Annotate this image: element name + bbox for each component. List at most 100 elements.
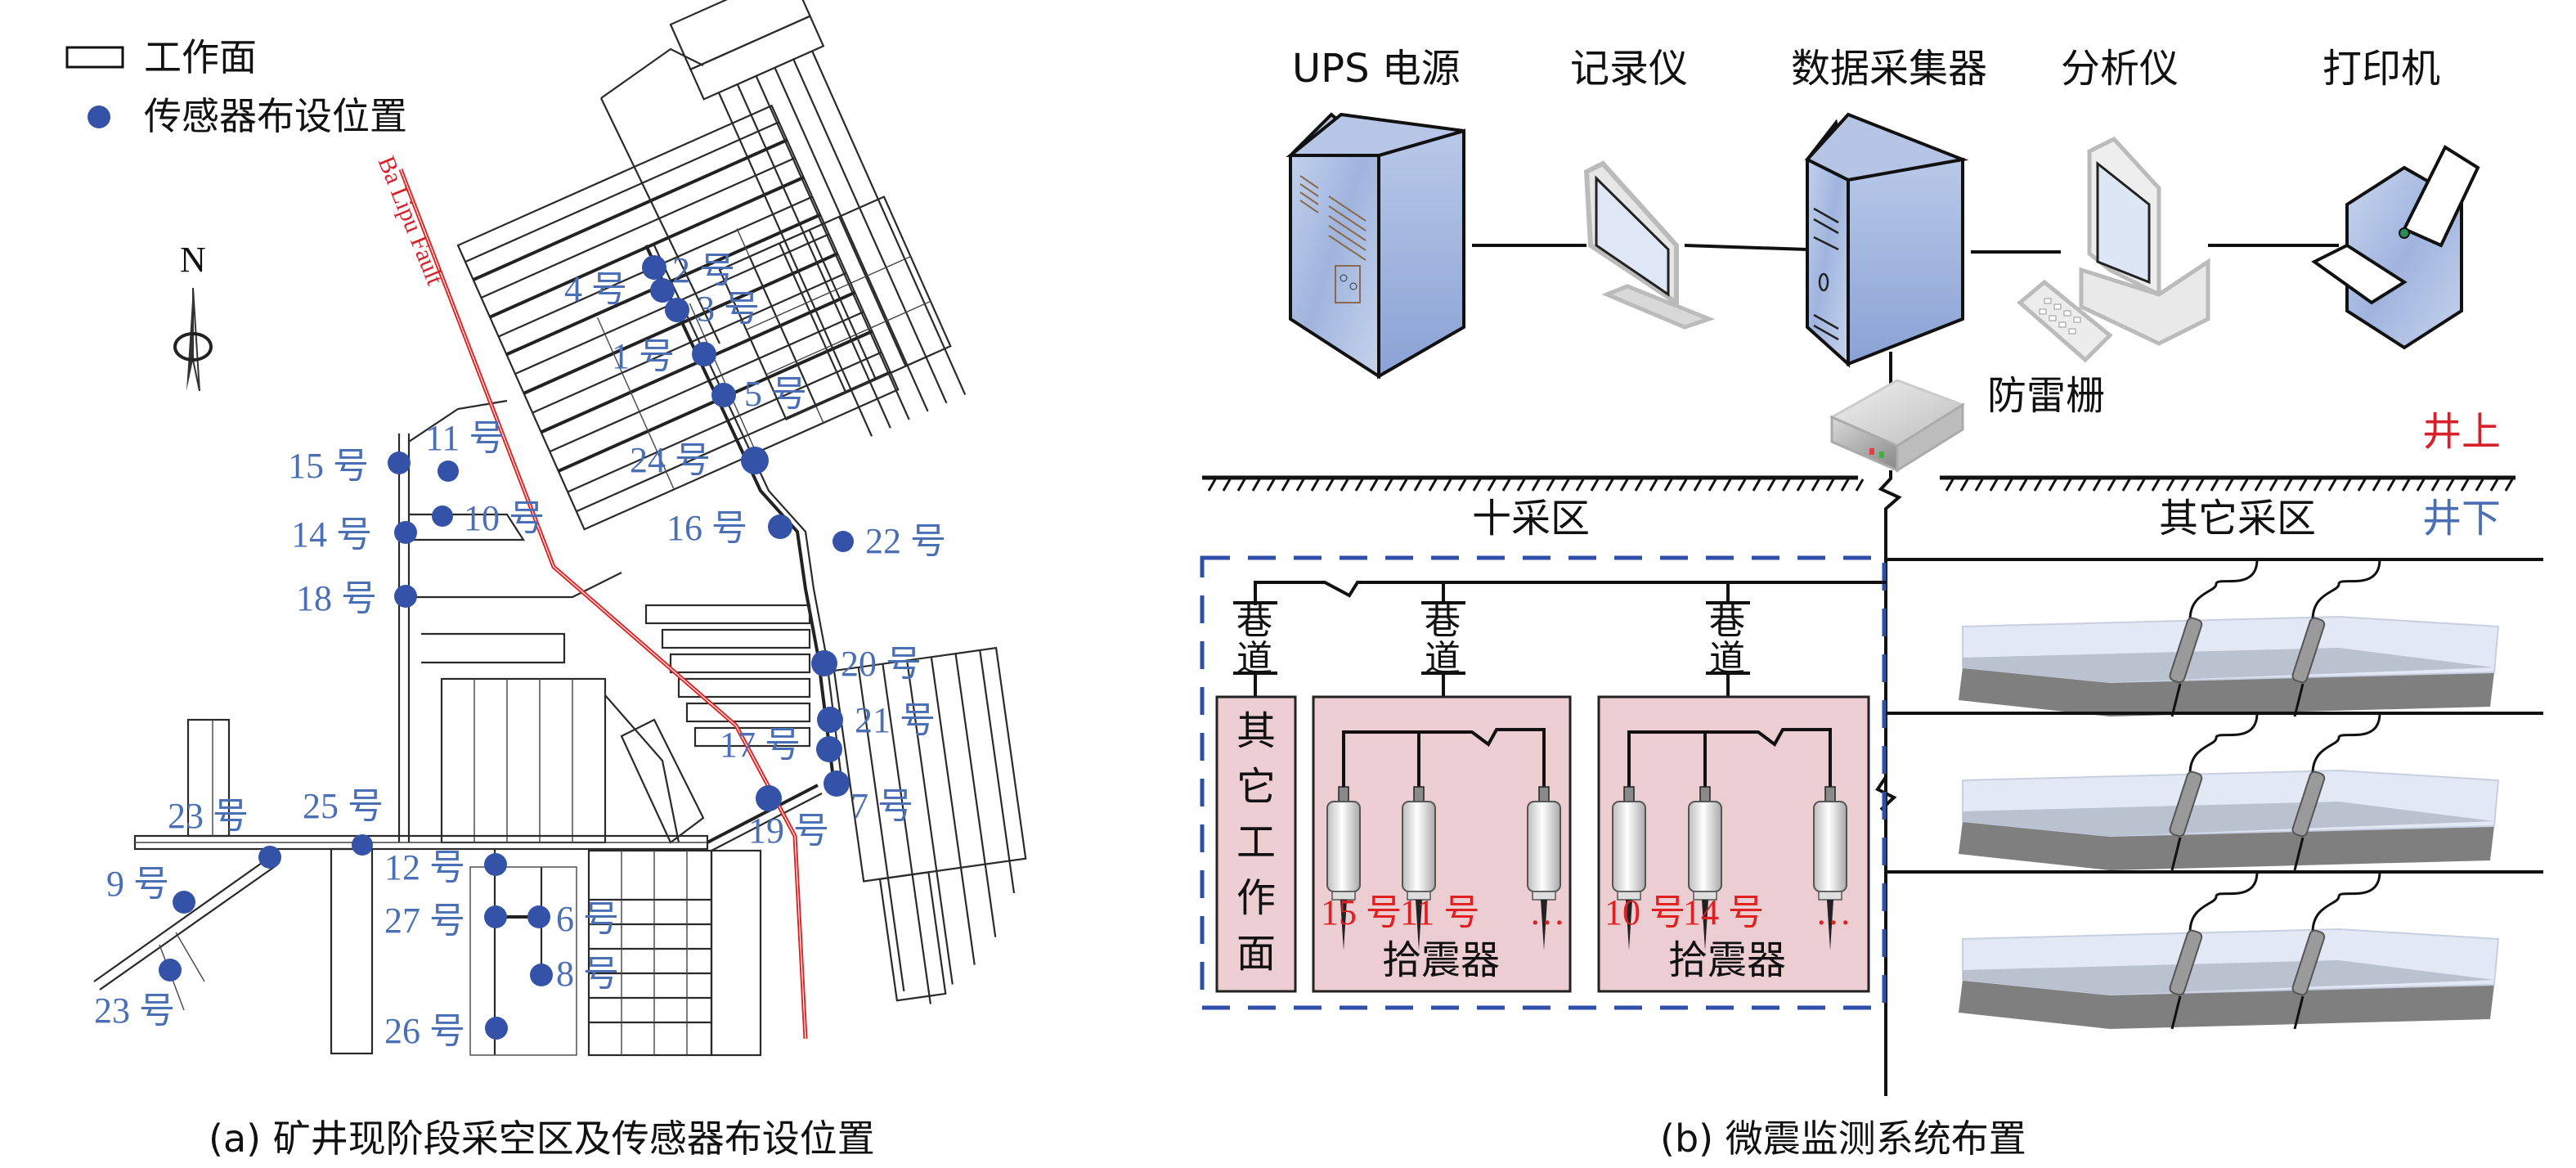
sensor-label: 27 号	[384, 901, 465, 941]
mining-level-2	[1886, 712, 2543, 871]
geophone-2-num-1: 10 号	[1604, 892, 1685, 932]
panel-b-system-layout: UPS 电源 记录仪 数据采集器 分析仪 打印机	[1200, 46, 2543, 1161]
geophone-icon	[1813, 786, 1847, 950]
other-workface-char: 作	[1236, 875, 1276, 921]
main-cable	[1878, 470, 1902, 1096]
sensor-label: 20 号	[841, 644, 922, 684]
geophone-2-num-2: 14 号	[1683, 892, 1764, 932]
sensor-21: 21 号	[817, 700, 936, 740]
sensor-dot	[530, 964, 553, 986]
sensor-label: 21 号	[855, 700, 936, 740]
device-label-analyzer: 分析仪	[2061, 46, 2179, 92]
sensor-label: 4 号	[564, 269, 627, 309]
sensor-label: 2 号	[672, 250, 735, 290]
sensor-dot	[711, 383, 736, 407]
sensor-dot	[484, 905, 507, 928]
device-label-ups: UPS 电源	[1292, 46, 1461, 92]
zone-ten-feeder	[1254, 581, 1886, 605]
sensor-19: 19 号	[748, 785, 829, 851]
sensor-label: 5 号	[744, 374, 807, 414]
sensor-12: 12 号	[384, 847, 507, 887]
sensor-label: 18 号	[296, 578, 377, 618]
surge-protector-label: 防雷栅	[1987, 373, 2105, 419]
other-workface-box	[1215, 695, 1297, 993]
sensor-dot	[741, 447, 769, 474]
desktop-computer-icon	[2017, 136, 2210, 363]
sensor-dot	[352, 834, 373, 856]
sensor-dot	[173, 891, 195, 914]
sensor-label: 12 号	[384, 847, 465, 887]
device-label-collector: 数据采集器	[1791, 46, 1987, 92]
sensor-8: 8 号	[530, 954, 619, 994]
sensor-23a: 23 号	[168, 796, 281, 869]
sensor-label: 6 号	[556, 899, 619, 939]
sensor-dot	[824, 770, 850, 797]
sensor-dot	[485, 1017, 508, 1040]
sensor-dot	[816, 736, 842, 762]
sensor-dot	[642, 255, 666, 280]
sensor-label: 25 号	[303, 786, 384, 826]
other-workface-char: 面	[1236, 931, 1276, 977]
caption-a: (a) 矿井现阶段采空区及传感器布设位置	[209, 1116, 875, 1161]
sensor-1: 1 号	[612, 336, 716, 376]
geophone-icon	[1402, 786, 1436, 950]
other-workface-char: 它	[1236, 764, 1276, 810]
ups-tower-icon	[1286, 112, 1465, 380]
device-label-printer: 打印机	[2322, 46, 2440, 92]
other-mining-levels	[1886, 558, 2543, 1030]
panel-a-mine-map: 工作面 传感器布设位置 N	[65, 0, 1027, 1161]
legend-sensor-label: 传感器布设位置	[144, 94, 407, 138]
below-ground-label: 井下	[2422, 496, 2501, 541]
sensor-25: 25 号	[303, 786, 384, 856]
sensor-5: 5 号	[711, 374, 807, 414]
sensor-label: 19 号	[748, 811, 829, 851]
sensor-label: 24 号	[630, 440, 711, 480]
ground-surface-left	[1202, 475, 1865, 492]
mining-level-3	[1886, 870, 2543, 1030]
sensor-label: 7 号	[850, 786, 913, 826]
sensor-label: 17 号	[720, 725, 801, 765]
surge-protector-icon	[1829, 379, 1966, 473]
printer-icon	[2311, 145, 2480, 350]
sensor-15: 15 号	[288, 446, 411, 486]
geophone-1-num-2: 11 号	[1400, 892, 1479, 932]
sensor-dot	[527, 905, 550, 928]
sensor-26: 26 号	[384, 1011, 508, 1051]
sensor-dot	[768, 514, 792, 539]
monitor-icon	[1583, 160, 1716, 330]
sensor-18: 18 号	[296, 578, 417, 618]
connector-recorder-collector	[1684, 244, 1808, 251]
sensor-label: 26 号	[384, 1011, 465, 1051]
sensor-label: 3 号	[697, 289, 760, 329]
sensor-label: 22 号	[865, 521, 946, 561]
sensor-dot	[394, 585, 417, 608]
server-tower-icon	[1804, 112, 1969, 368]
tunnel-3: 巷 道	[1706, 601, 1750, 732]
sensor-dot	[692, 342, 716, 366]
geophone-2-ellipsis: …	[1815, 892, 1851, 932]
geophone-1-ellipsis: …	[1529, 892, 1565, 932]
sensor-11: 11 号	[425, 418, 505, 482]
zone-ten-boundary	[1200, 555, 1887, 1010]
tunnel-3-char-2: 道	[1709, 638, 1745, 680]
caption-b: (b) 微震监测系统布置	[1660, 1116, 2026, 1161]
geophone-icon	[1688, 786, 1722, 950]
geophone-1-label: 拾震器	[1382, 937, 1500, 983]
geophone-icon	[1326, 786, 1361, 950]
above-ground-label: 井上	[2422, 409, 2501, 455]
sensor-layer: 2 号 4 号 3 号 1 号 5 号 24 号 16 号 22 号 15 号 11 号 10 号 1…	[94, 250, 946, 1051]
device-label-recorder: 记录仪	[1570, 46, 1688, 92]
sensor-label: 15 号	[288, 446, 369, 486]
sensor-dot	[756, 785, 782, 811]
sensor-10: 10 号	[432, 498, 545, 538]
sensor-dot	[484, 853, 507, 876]
geophone-icon	[1612, 786, 1646, 950]
sensor-label: 16 号	[666, 508, 747, 548]
legend-workface-label: 工作面	[144, 35, 257, 79]
sensor-label: 23 号	[94, 991, 175, 1031]
tunnel-1-char-1: 巷	[1236, 601, 1272, 643]
sensor-16: 16 号	[666, 508, 792, 548]
tunnel-2-char-2: 道	[1425, 638, 1461, 680]
